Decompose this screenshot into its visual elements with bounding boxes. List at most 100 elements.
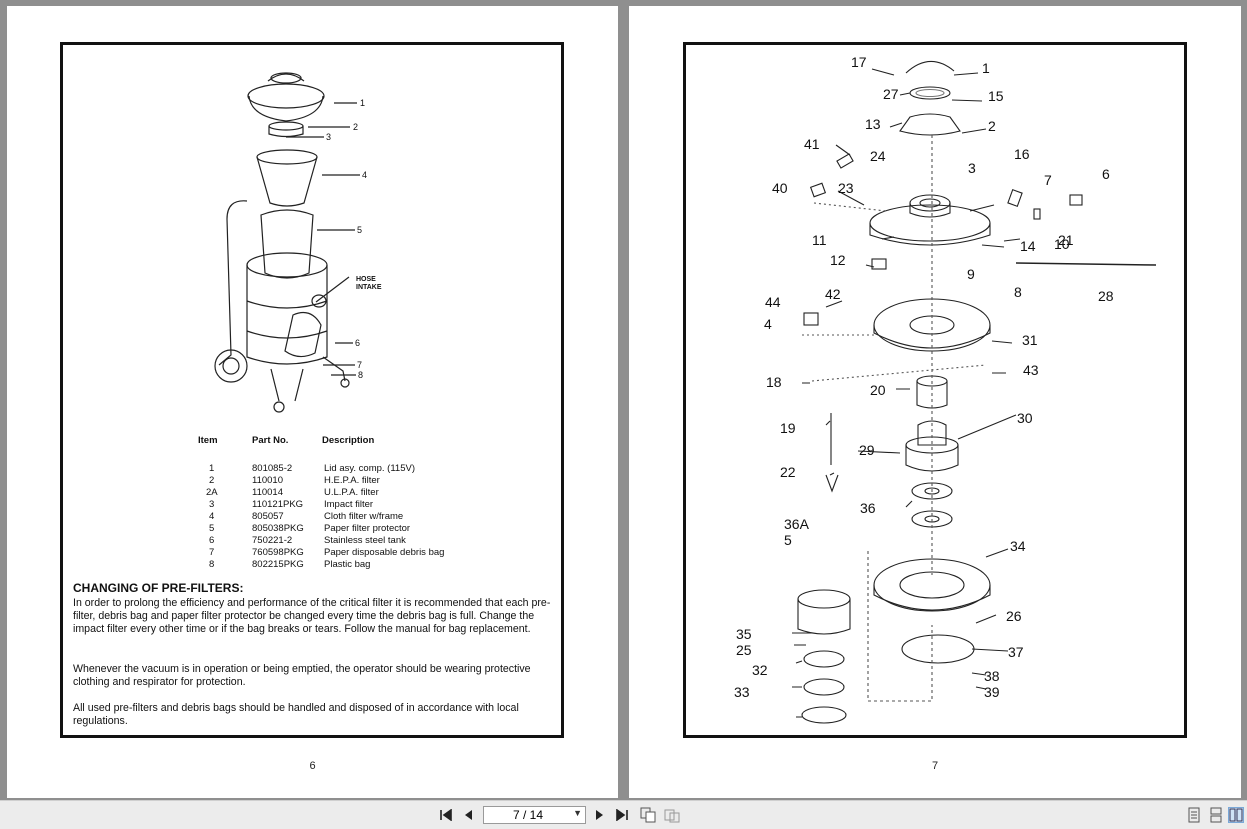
single-page-icon xyxy=(1188,807,1200,823)
copy-page-button[interactable] xyxy=(640,807,656,823)
desc-cell: Impact filter xyxy=(324,499,374,510)
last-page-icon xyxy=(616,809,628,821)
callout-label: 14 xyxy=(1020,238,1036,254)
callout-label: 13 xyxy=(865,116,881,132)
two-page-view-button[interactable] xyxy=(1228,807,1244,823)
last-page-button[interactable] xyxy=(614,807,630,823)
callout-label: 37 xyxy=(1008,644,1024,660)
diagram-label: 8 xyxy=(358,370,363,380)
callout-label: 31 xyxy=(1022,332,1038,348)
desc-cell: H.E.P.A. filter xyxy=(324,475,380,486)
two-page-icon xyxy=(1229,808,1243,822)
diagram-label: INTAKE xyxy=(356,284,382,291)
part-cell: 760598PKG xyxy=(252,547,304,558)
table-row: 4 805057 Cloth filter w/frame xyxy=(63,511,561,523)
callout-label: 26 xyxy=(1006,608,1022,624)
callout-label: 10 xyxy=(1054,236,1070,252)
part-cell: 801085-2 xyxy=(252,463,293,474)
first-page-icon xyxy=(440,809,452,821)
callout-label: 1 xyxy=(982,60,990,76)
paragraph: All used pre-filters and debris bags sho… xyxy=(73,702,519,727)
callout-label: 33 xyxy=(734,684,750,700)
part-cell: 750221-2 xyxy=(252,535,293,546)
callout-label: 30 xyxy=(1017,410,1033,426)
item-cell: 2A xyxy=(206,487,218,498)
callout-label: 17 xyxy=(851,54,867,70)
part-cell: 110121PKG xyxy=(252,499,304,510)
diagram-label: 7 xyxy=(357,360,362,370)
page-number: 6 xyxy=(309,760,316,772)
callout-label: 22 xyxy=(780,464,796,480)
part-cell: 802215PKG xyxy=(252,559,304,570)
diagram-label: 6 xyxy=(355,338,360,348)
diagram-label: 1 xyxy=(360,98,365,108)
callout-label: 21 xyxy=(1058,232,1074,248)
item-cell: 6 xyxy=(209,535,215,546)
callout-label: 38 xyxy=(984,668,1000,684)
continuous-page-icon xyxy=(1210,807,1222,823)
callout-label: 34 xyxy=(1010,538,1026,554)
page-6: 1 2 3 4 5 HOSE INTAKE 6 7 8 Item Part No… xyxy=(7,6,618,798)
previous-page-button[interactable] xyxy=(460,807,476,823)
chevron-down-icon: ▼ xyxy=(573,808,582,818)
callout-label: 32 xyxy=(752,662,768,678)
item-cell: 1 xyxy=(209,463,215,474)
callout-label: 41 xyxy=(804,136,820,152)
desc-cell: Paper disposable debris bag xyxy=(324,547,445,558)
continuous-view-button[interactable] xyxy=(1208,807,1224,823)
paragraph: Whenever the vacuum is in operation or b… xyxy=(73,663,531,688)
callout-label: 36A xyxy=(784,516,810,532)
desc-cell: Cloth filter w/frame xyxy=(324,511,404,522)
diagram-label: HOSE xyxy=(356,276,376,283)
callout-label: 23 xyxy=(838,180,854,196)
callout-label: 35 xyxy=(736,626,752,642)
desc-cell: Plastic bag xyxy=(324,559,371,570)
callout-label: 12 xyxy=(830,252,846,268)
pages-icon xyxy=(664,809,680,823)
table-row: 2 110010 H.E.P.A. filter xyxy=(63,475,561,487)
callout-label: 43 xyxy=(1023,362,1039,378)
diagram-label: 5 xyxy=(357,225,362,235)
diagram-label: 2 xyxy=(353,122,358,132)
page-selector[interactable]: 7 / 14 ▼ xyxy=(483,806,586,824)
callout-label: 29 xyxy=(859,442,875,458)
callout-label: 36 xyxy=(860,500,876,516)
callout-label: 20 xyxy=(870,382,886,398)
exploded-parts-diagram: 1712715132412416376402314111021129828424… xyxy=(734,54,1157,724)
table-row: 8 802215PKG Plastic bag xyxy=(63,559,561,571)
section-title: CHANGING OF PRE-FILTERS: xyxy=(73,581,244,595)
desc-cell: Lid asy. comp. (115V) xyxy=(324,463,415,474)
callout-label: 39 xyxy=(984,684,1000,700)
copy-icon xyxy=(640,807,656,823)
column-header-description: Description xyxy=(322,435,375,446)
table-row: 7 760598PKG Paper disposable debris bag xyxy=(63,547,561,559)
callout-label: 44 xyxy=(765,294,781,310)
callout-label: 9 xyxy=(967,266,975,282)
callout-label: 19 xyxy=(780,420,796,436)
callout-label: 4 xyxy=(764,316,772,332)
item-cell: 8 xyxy=(209,559,215,570)
callout-label: 40 xyxy=(772,180,788,196)
next-page-icon xyxy=(596,810,603,820)
document-viewer: 1 2 3 4 5 HOSE INTAKE 6 7 8 Item Part No… xyxy=(7,6,1241,798)
next-page-button[interactable] xyxy=(592,807,608,823)
callout-label: 15 xyxy=(988,88,1004,104)
callout-label: 25 xyxy=(736,642,752,658)
previous-page-icon xyxy=(465,810,472,820)
callout-label: 42 xyxy=(825,286,841,302)
vacuum-assembly-diagram: 1 2 3 4 5 HOSE INTAKE 6 7 8 xyxy=(214,72,382,413)
pages-button[interactable] xyxy=(664,807,680,823)
first-page-button[interactable] xyxy=(438,807,454,823)
callout-label: 6 xyxy=(1102,166,1110,182)
callout-label: 3 xyxy=(968,160,976,176)
table-row: 5 805038PKG Paper filter protector xyxy=(63,523,561,535)
callout-label: 16 xyxy=(1014,146,1030,162)
table-row: 6 750221-2 Stainless steel tank xyxy=(63,535,561,547)
item-cell: 2 xyxy=(209,475,215,486)
diagram-label: 3 xyxy=(326,132,331,142)
column-header-item: Item xyxy=(198,435,218,446)
callout-label: 2 xyxy=(988,118,996,134)
single-page-view-button[interactable] xyxy=(1186,807,1202,823)
